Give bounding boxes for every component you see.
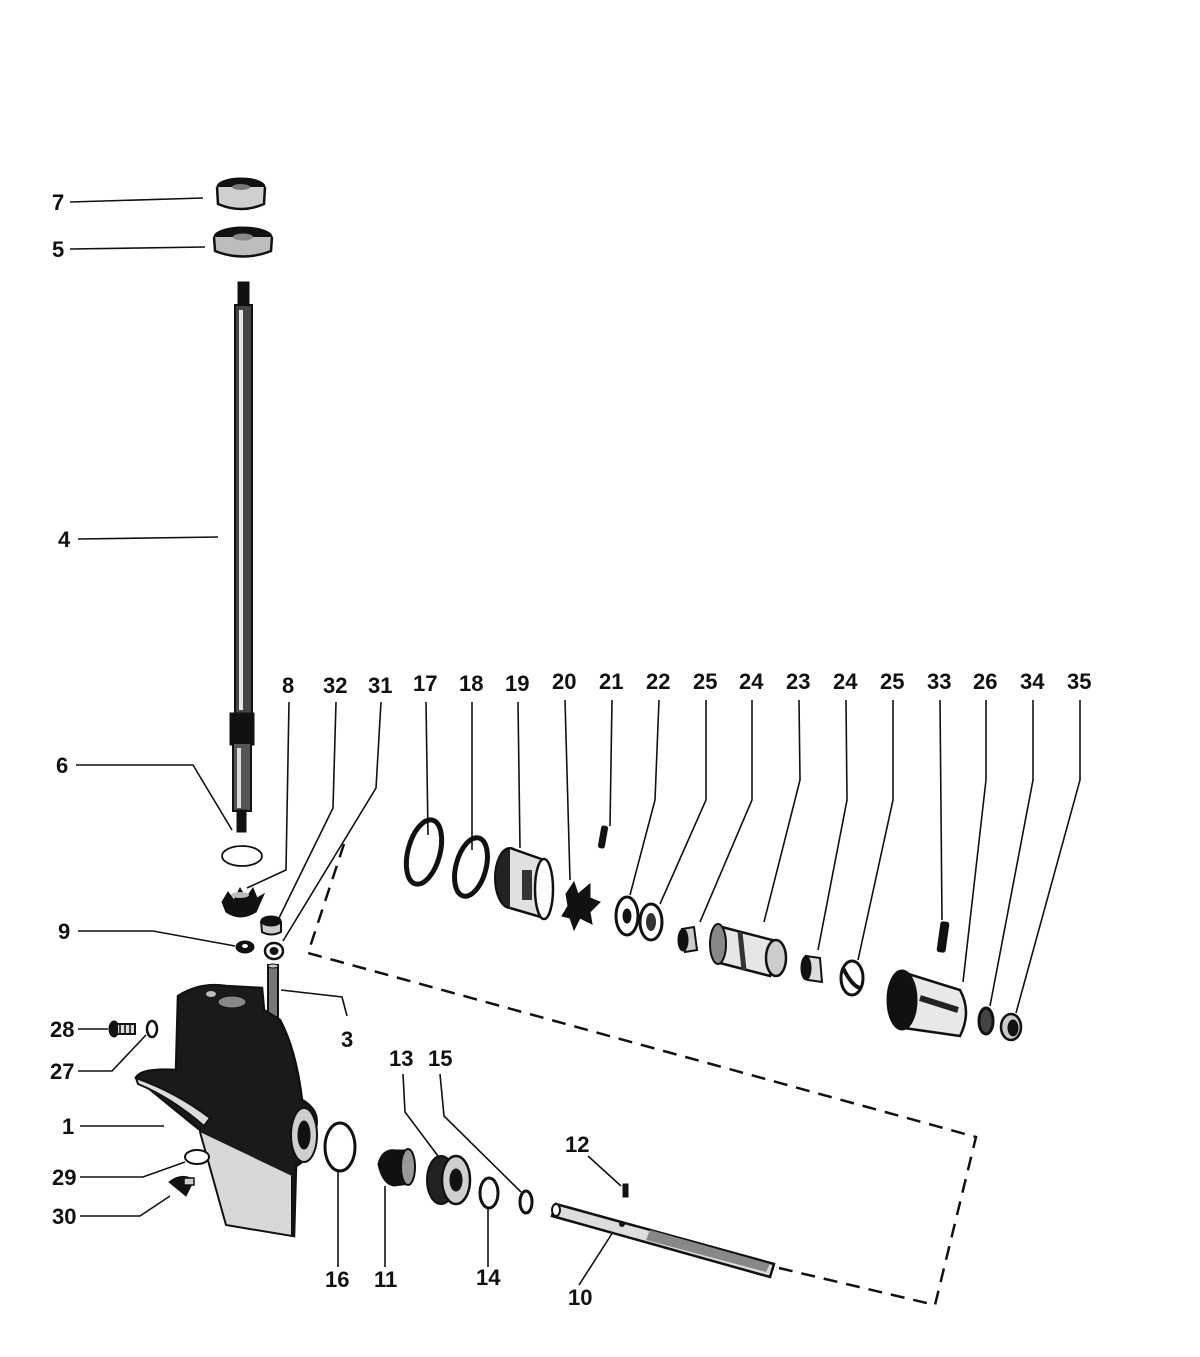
part-33-pin xyxy=(936,921,950,953)
callout-13: 13 xyxy=(389,1046,413,1071)
callout-12: 12 xyxy=(565,1132,589,1157)
part-34-washer xyxy=(977,1006,995,1036)
part-19-pump-cup xyxy=(494,846,555,921)
callout-1: 1 xyxy=(62,1114,74,1139)
callout-24-left: 24 xyxy=(739,669,764,694)
callout-31: 31 xyxy=(368,673,392,698)
part-35-nut xyxy=(999,1012,1023,1042)
part-24-bushing-left xyxy=(677,925,699,954)
callout-11: 11 xyxy=(374,1267,397,1292)
callout-28: 28 xyxy=(50,1017,74,1042)
part-22-plate xyxy=(614,895,640,937)
callout-29: 29 xyxy=(52,1165,76,1190)
callout-18: 18 xyxy=(459,671,483,696)
callout-17: 17 xyxy=(413,671,437,696)
part-5-bearing xyxy=(212,226,274,258)
callout-16: 16 xyxy=(325,1267,349,1292)
part-14-ring xyxy=(478,1176,500,1210)
callout-19: 19 xyxy=(505,671,529,696)
part-12-pin xyxy=(622,1183,629,1198)
part-10-propeller-shaft xyxy=(550,1202,776,1279)
part-9-washer xyxy=(235,940,255,954)
part-29-washer xyxy=(184,1149,210,1165)
callout-5: 5 xyxy=(52,237,64,262)
callout-10: 10 xyxy=(568,1285,592,1310)
callout-6: 6 xyxy=(56,753,68,778)
callout-21: 21 xyxy=(599,669,623,694)
part-25-seal-right xyxy=(839,959,865,997)
part-18-o-ring xyxy=(452,835,490,899)
part-31-washer xyxy=(263,941,285,961)
part-11-gear xyxy=(377,1148,416,1187)
leader-lines xyxy=(69,197,1081,1286)
callout-9: 9 xyxy=(58,919,70,944)
callout-14: 14 xyxy=(476,1265,501,1290)
callout-3: 3 xyxy=(341,1027,353,1052)
callout-25-right: 25 xyxy=(880,669,904,694)
part-23-bearing-carrier xyxy=(709,923,788,978)
part-21-key xyxy=(597,825,609,849)
part-20-impeller xyxy=(561,880,601,932)
part-8-pinion-gear xyxy=(221,886,266,918)
part-26-propeller-hub xyxy=(886,969,968,1038)
callout-numbers: 7 5 4 6 8 32 31 17 18 19 20 21 22 25 24 … xyxy=(50,190,1091,1310)
callout-27: 27 xyxy=(50,1059,74,1084)
callout-35: 35 xyxy=(1067,669,1091,694)
callout-20: 20 xyxy=(552,669,576,694)
part-28-screw xyxy=(108,1020,136,1038)
part-15-washer xyxy=(518,1189,534,1215)
part-1-gear-housing xyxy=(134,983,318,1238)
callout-23: 23 xyxy=(786,669,810,694)
part-27-washer xyxy=(145,1019,159,1039)
callout-32: 32 xyxy=(323,673,347,698)
callout-25-left: 25 xyxy=(693,669,717,694)
part-25-seal-left xyxy=(638,902,664,942)
part-24-bushing-right xyxy=(800,954,824,984)
part-13-bearing xyxy=(426,1154,472,1206)
dashed-assembly-line xyxy=(306,843,978,1307)
callout-22: 22 xyxy=(646,669,670,694)
part-32-bushing xyxy=(260,915,282,936)
part-16-o-ring xyxy=(323,1121,357,1173)
callout-7: 7 xyxy=(52,190,64,215)
callout-8: 8 xyxy=(282,673,294,698)
part-17-o-ring xyxy=(403,817,445,887)
part-30-anode xyxy=(168,1176,195,1197)
part-6-ring xyxy=(221,845,263,867)
part-3-stud xyxy=(267,963,279,1018)
part-4-drive-shaft xyxy=(229,281,255,833)
callout-24-right: 24 xyxy=(833,669,858,694)
part-7-seal xyxy=(215,177,267,211)
callout-15: 15 xyxy=(428,1046,452,1071)
callout-33: 33 xyxy=(927,669,951,694)
callout-30: 30 xyxy=(52,1204,76,1229)
callout-34: 34 xyxy=(1020,669,1045,694)
callout-4: 4 xyxy=(58,527,71,552)
callout-26: 26 xyxy=(973,669,997,694)
